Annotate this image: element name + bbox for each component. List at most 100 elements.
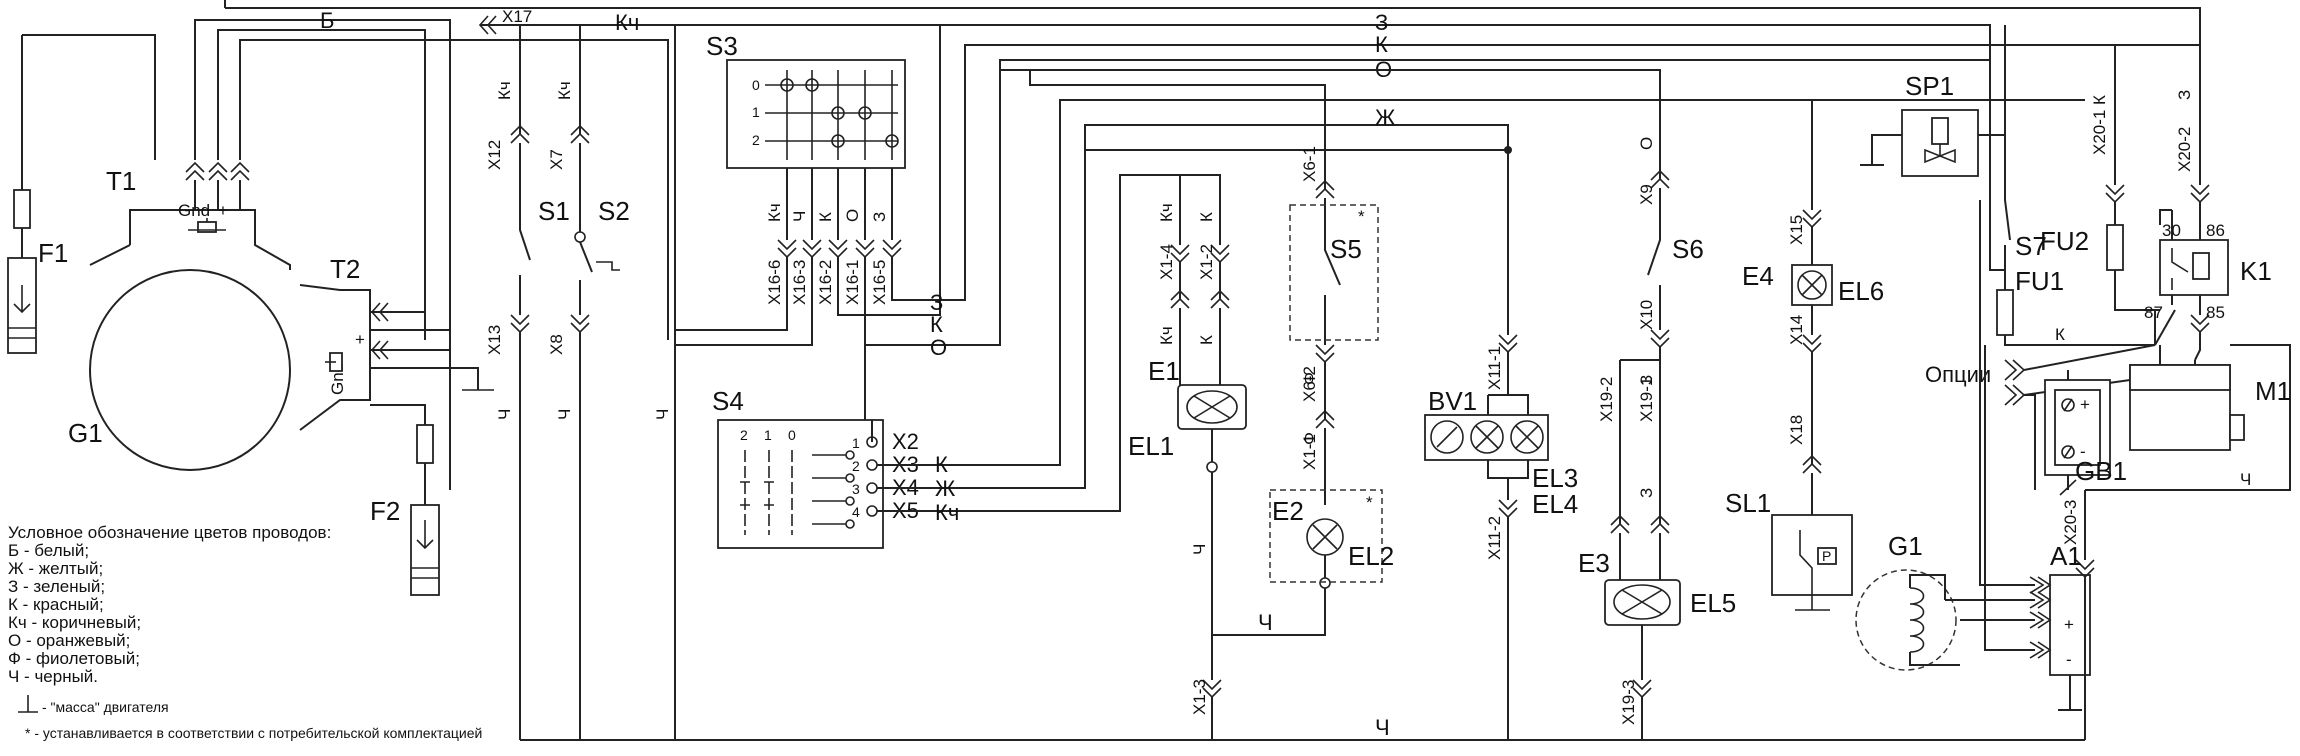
s3-switch: S3 0 1 2 Кч Ч К О З X16-6 X16-3 X16-2 X1…	[675, 25, 2200, 420]
s5-asterisk: *	[1358, 207, 1365, 226]
legend-ground-note: - "масса" двигателя	[42, 699, 169, 715]
s3-k-label: К	[816, 212, 835, 222]
e1-lamp: Кч К X1-4 X1-2 Кч К Ч X1-3 E1 EL1	[1120, 174, 1270, 740]
s7-label: S7	[2015, 231, 2047, 261]
s1-ch-label: Ч	[495, 409, 514, 420]
x1-4-label: X1-4	[1157, 244, 1176, 280]
a1-plus: +	[2064, 615, 2074, 634]
top-k-label: К	[1375, 32, 1388, 57]
x19-3-label: X19-3	[1619, 680, 1638, 725]
x19-1-label: X19-1	[1637, 377, 1656, 422]
s4-row-2: 2	[852, 458, 860, 474]
t2-label: T2	[330, 254, 360, 284]
sp1-sensor: SP1	[1860, 71, 2005, 177]
bottom-ch-label: Ч	[1375, 715, 1390, 740]
fu1-k-label: К	[2055, 325, 2065, 344]
s3-z-label: З	[870, 212, 889, 222]
t1-plus-label: +	[218, 201, 228, 220]
x1-3-label: X1-3	[1190, 679, 1209, 715]
t2-plus-label: +	[355, 330, 365, 349]
legend-item-4: Кч - коричневый;	[8, 613, 141, 632]
s4-row-3: 3	[852, 481, 860, 497]
el3-label: EL3	[1532, 463, 1578, 493]
e1-kch-label: Кч	[1157, 203, 1176, 222]
x20-2-label: X20-2	[2175, 127, 2194, 172]
bv1-label: BV1	[1428, 386, 1477, 416]
x17-label: X17	[502, 7, 532, 26]
x15-label: X15	[1787, 215, 1806, 245]
e2-f-label: Ф	[1300, 432, 1319, 445]
legend-item-5: О - оранжевый;	[8, 631, 130, 650]
s1-label: S1	[538, 196, 570, 226]
s5-f-label: Ф	[1300, 372, 1319, 385]
g1-label: G1	[68, 418, 103, 448]
s6-z-label: З	[1637, 375, 1656, 385]
top-bus: X17 Кч З	[224, 0, 2201, 271]
a1-rectifier: + - A1 X20-3	[1945, 200, 2095, 740]
s4-out-kch-label: Кч	[935, 500, 959, 525]
sp1-label: SP1	[1905, 71, 1954, 101]
gb1-battery: + - GB1	[2044, 370, 2127, 496]
k1-pin-87: 87	[2144, 303, 2163, 322]
k1-pin-85: 85	[2206, 303, 2225, 322]
s4-col-1: 1	[764, 427, 772, 443]
s5-label: S5	[1330, 234, 1362, 264]
top-zh-label: Ж	[1375, 105, 1396, 130]
legend-item-1: Ж - желтый;	[8, 559, 103, 578]
s4-col-0: 0	[788, 427, 796, 443]
sl1-label: SL1	[1725, 488, 1771, 518]
e3-z-label: З	[1637, 488, 1656, 498]
s3-row-0: 0	[752, 77, 760, 93]
x16-2-label: X16-2	[816, 260, 835, 305]
gb1-minus: -	[2080, 442, 2086, 461]
x12-label: X12	[485, 140, 504, 170]
gb1-plus: +	[2080, 395, 2090, 414]
el2-label: EL2	[1348, 541, 1394, 571]
s4-row-4: 4	[852, 504, 860, 520]
x8-label: X8	[547, 334, 566, 355]
s4-row-1: 1	[852, 435, 860, 451]
s4-label: S4	[712, 386, 744, 416]
x9-label: X9	[1637, 184, 1656, 205]
top-z-label: З	[1375, 10, 1388, 35]
s4-col-2: 2	[740, 427, 748, 443]
el5-label: EL5	[1690, 588, 1736, 618]
legend-item-3: К - красный;	[8, 595, 104, 614]
f2-sensor: F2	[370, 404, 440, 596]
s4-switch: S4 2 1 0 1 2 3 4 X2 X3 X4 X5 К Ж Кч	[712, 99, 2085, 549]
x1-1-label: X1-1	[1300, 434, 1319, 470]
a1-minus: -	[2066, 650, 2072, 669]
s4-out-k-label: К	[935, 452, 948, 477]
bv1-gauge: X11-1 X11-2 BV1 EL3 EL4	[1424, 146, 1578, 740]
left-ch-label: Ч	[653, 409, 672, 420]
x20-1-label: X20-1	[2090, 110, 2109, 155]
s4-out-zh-label: Ж	[935, 476, 956, 501]
x2-label: X2	[892, 429, 919, 454]
k1-pin-30: 30	[2162, 221, 2181, 240]
x11-1-label: X11-1	[1485, 346, 1504, 390]
s2-label: S2	[598, 196, 630, 226]
x16-6-label: X16-6	[765, 260, 784, 305]
s3-o-label: О	[843, 209, 862, 222]
f1-label: F1	[38, 238, 68, 268]
s3-out-o-label: О	[930, 335, 947, 360]
k1-z-label: З	[2175, 90, 2194, 100]
ground-symbol-icon	[18, 695, 38, 713]
fu1-label: FU1	[2015, 266, 2064, 296]
a1-label: A1	[2050, 541, 2082, 571]
g1-alternator: G1	[1855, 531, 1960, 671]
e4-label: E4	[1742, 261, 1774, 291]
s3-row-2: 2	[752, 132, 760, 148]
top-kch-label: Кч	[615, 10, 639, 35]
s6-switch: О X9 X10 З X19-2 X19-1 З X19-3 S6 E3 EL5	[1578, 130, 1736, 740]
e2-label: E2	[1272, 496, 1304, 526]
x19-2-label: X19-2	[1597, 377, 1616, 422]
x1-2-label: X1-2	[1197, 244, 1216, 280]
s3-ch-label: Ч	[790, 211, 809, 222]
generator-top-wires: Б	[185, 8, 669, 490]
s2-switch: Кч X7 X8 Ч S2	[547, 81, 630, 740]
legend-title: Условное обозначение цветов проводов:	[8, 523, 331, 542]
k1-pin-86: 86	[2206, 221, 2225, 240]
g1b-label: G1	[1888, 531, 1923, 561]
fu2-label: FU2	[2040, 226, 2089, 256]
